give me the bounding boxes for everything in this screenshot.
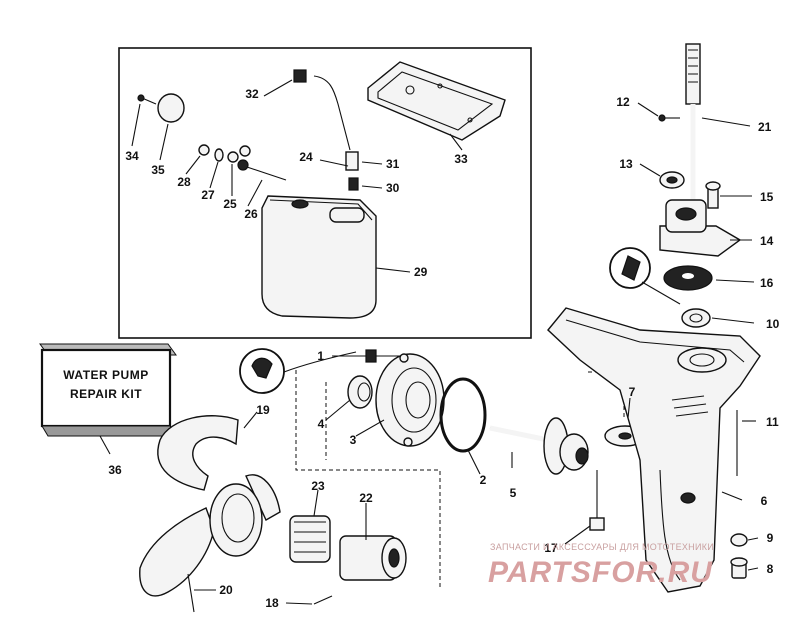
callout-11: 11: [766, 415, 779, 429]
callout-35: 35: [151, 163, 165, 177]
seal-detail-icon: [239, 348, 285, 394]
callout-5: 5: [510, 486, 517, 500]
impeller-detail-icon: [609, 247, 651, 289]
callout-9: 9: [767, 531, 774, 545]
part-34-screw: [137, 94, 157, 105]
part-22-hub: [339, 535, 407, 581]
watermark-brand: PARTSFOR.RU: [488, 556, 713, 589]
leader-lines: [99, 79, 759, 605]
callout-32: 32: [245, 87, 259, 101]
callout-15: 15: [760, 190, 774, 204]
part-25-nut: [227, 145, 251, 163]
assembly-guide-left: [295, 370, 441, 590]
part-24-line: [313, 75, 351, 151]
part-13-collar: [659, 171, 685, 189]
callout-36: 36: [108, 463, 122, 477]
part-10-seal: [681, 308, 711, 328]
part-4-seal: [347, 375, 373, 409]
part-9-plug: [730, 533, 748, 547]
part-33-gasket: [367, 61, 506, 141]
callout-21: 21: [758, 120, 772, 134]
part-1-screw: [364, 349, 400, 363]
callout-27: 27: [201, 188, 215, 202]
part-21-shaft: [685, 43, 701, 200]
callout-6: 6: [761, 494, 768, 508]
callout-18: 18: [265, 596, 279, 610]
watermark-tagline: ЗАПЧАСТИ И АКСЕССУАРЫ ДЛЯ МОТОТЕХНИКИ: [490, 542, 714, 552]
part-2-oring: [439, 377, 487, 453]
callout-13: 13: [619, 157, 633, 171]
kit-box-line1: WATER PUMP: [63, 368, 148, 382]
callout-20: 20: [219, 583, 233, 597]
callout-12: 12: [616, 95, 630, 109]
part-35-disc: [157, 93, 185, 123]
part-30-fitting: [348, 177, 359, 191]
part-19-propeller: [139, 415, 281, 597]
part-16-impeller: [663, 265, 713, 291]
callout-19: 19: [256, 403, 270, 417]
callout-2: 2: [480, 473, 487, 487]
callout-33: 33: [454, 152, 468, 166]
part-17-bolt: [589, 470, 605, 531]
kit-box-line2: REPAIR KIT: [70, 387, 142, 401]
part-27-washer: [214, 148, 224, 162]
part-31-fitting: [345, 151, 359, 171]
part-3-housing: [375, 353, 445, 447]
callout-7: 7: [629, 385, 636, 399]
part-18-pin: [313, 595, 333, 605]
callout-17: 17: [544, 541, 558, 555]
part-20-pin: [187, 573, 195, 613]
callout-14: 14: [760, 234, 774, 248]
callout-28: 28: [177, 175, 191, 189]
part-28-washer: [198, 144, 210, 156]
part-26-bolt: [237, 159, 287, 181]
callout-22: 22: [359, 491, 373, 505]
callout-29: 29: [414, 265, 428, 279]
part-5-shaft-gear: [489, 417, 589, 475]
callout-24: 24: [299, 150, 313, 164]
part-8-plug: [730, 557, 748, 579]
part-23-bushing: [289, 515, 331, 563]
part-14-pump-body: [659, 199, 742, 257]
part-6-gearcase: [547, 307, 761, 593]
inset-panel: [118, 47, 532, 339]
callout-8: 8: [767, 562, 774, 576]
callout-1: 1: [317, 349, 324, 363]
callout-34: 34: [125, 149, 139, 163]
part-29-tank: [261, 195, 377, 319]
callout-16: 16: [760, 276, 774, 290]
water-pump-kit-box: WATER PUMP REPAIR KIT: [39, 343, 177, 437]
callout-3: 3: [350, 433, 357, 447]
callout-26: 26: [244, 207, 258, 221]
callout-25: 25: [223, 197, 237, 211]
callout-23: 23: [311, 479, 325, 493]
part-32-clip: [293, 69, 307, 83]
callout-10: 10: [766, 317, 780, 331]
part-12-key: [658, 114, 680, 122]
callout-31: 31: [386, 157, 400, 171]
callout-4: 4: [318, 417, 325, 431]
part-15-screw: [705, 181, 721, 209]
callout-30: 30: [386, 181, 400, 195]
